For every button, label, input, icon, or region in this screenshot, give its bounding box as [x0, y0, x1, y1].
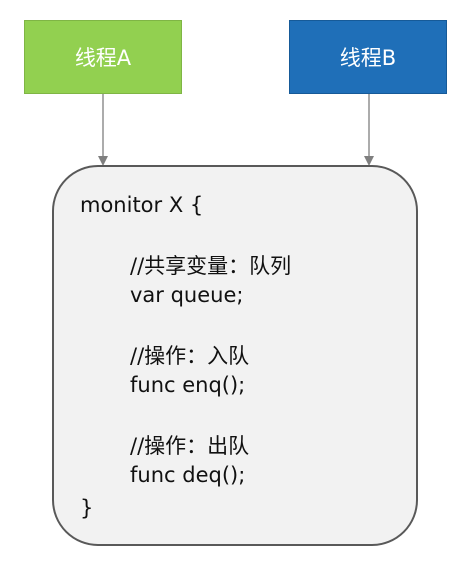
arrow-a-head	[98, 156, 108, 166]
enq-comment: //操作：入队	[130, 344, 250, 368]
closing-brace: }	[80, 496, 94, 520]
arrow-b-head	[364, 156, 374, 166]
monitor-header: monitor X {	[80, 193, 204, 217]
enq-function: func enq();	[130, 373, 246, 397]
deq-function: func deq();	[130, 463, 246, 487]
var-declaration: var queue;	[130, 283, 244, 307]
thread-a-box: 线程A	[24, 20, 182, 94]
deq-comment: //操作：出队	[130, 434, 250, 458]
thread-b-box: 线程B	[289, 20, 447, 94]
shared-var-comment: //共享变量：队列	[130, 254, 292, 278]
monitor-box: monitor X { //共享变量：队列 var queue; //操作：入队…	[52, 165, 418, 546]
thread-b-label: 线程B	[339, 46, 397, 70]
thread-a-label: 线程A	[74, 46, 132, 70]
